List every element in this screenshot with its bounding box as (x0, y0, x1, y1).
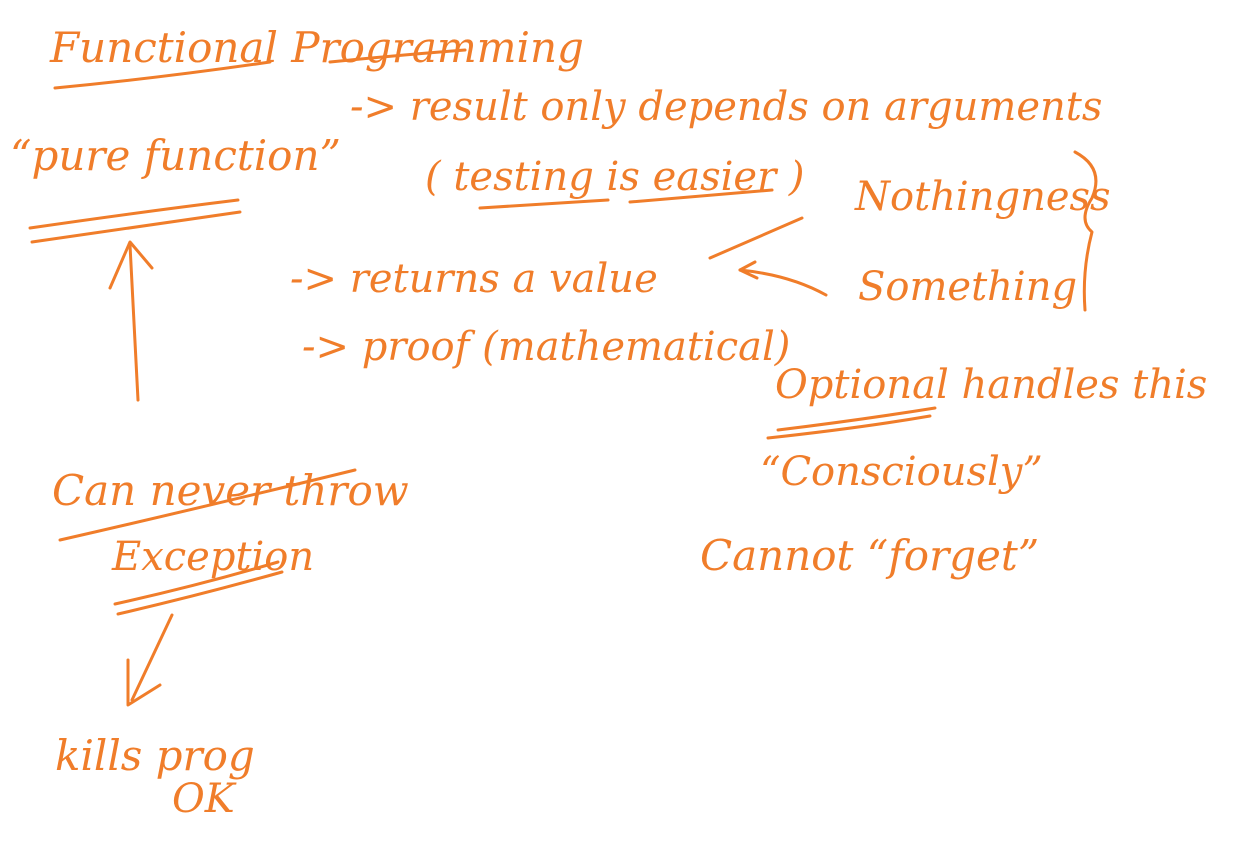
kills-prog-text: kills prog (55, 731, 255, 780)
nothingness-connector-line (708, 216, 804, 260)
optional-handles-text: Optional handles this (775, 362, 1207, 408)
can-never-throw-text: Can never throw (52, 466, 409, 515)
result-depends-text: -> result only depends on arguments (350, 84, 1102, 130)
up-arrow-head (108, 240, 154, 290)
title-text: Functional Programming (49, 23, 584, 72)
down-arrow-line (130, 613, 174, 702)
exception-underline-2 (116, 570, 284, 616)
something-text: Something (858, 264, 1077, 310)
testing-underline (478, 198, 610, 210)
curly-brace (1073, 150, 1098, 312)
title-underline-2 (328, 48, 467, 64)
pure-function-underline-2 (30, 210, 242, 244)
something-arrow-head (738, 260, 759, 280)
nothingness-text: Nothingness (854, 174, 1111, 220)
proof-text: -> proof (mathematical) (302, 324, 790, 370)
up-arrow-line (128, 243, 140, 402)
exception-text: Exception (111, 534, 314, 580)
something-connector-arrow (738, 268, 828, 297)
pure-function-text: “pure function” (10, 131, 341, 180)
optional-underline-2 (766, 414, 932, 440)
returns-value-text: -> returns a value (290, 256, 658, 302)
down-arrow-head (126, 658, 162, 707)
title-underline (53, 60, 272, 90)
can-never-throw-underline (58, 468, 357, 542)
optional-underline (776, 406, 937, 432)
cannot-forget-text: Cannot “forget” (700, 531, 1039, 580)
easier-underline (628, 188, 774, 204)
pure-function-underline (28, 198, 240, 230)
consciously-text: “Consciously” (760, 449, 1043, 495)
exception-underline (113, 560, 280, 606)
ok-text: OK (172, 776, 237, 822)
